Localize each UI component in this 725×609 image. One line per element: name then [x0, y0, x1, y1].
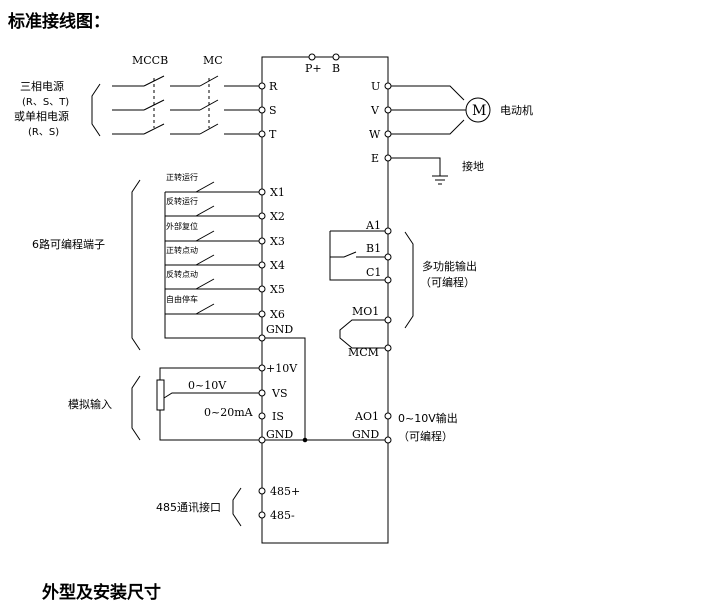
voltage-range-label: 0~10V	[188, 379, 227, 392]
source-label-4: (R、S)	[28, 127, 59, 138]
inverter-body	[261, 56, 389, 544]
relay-label-2: （可编程）	[420, 275, 475, 289]
terminal-x6-label: X6	[270, 308, 285, 321]
mccb-label: MCCB	[132, 54, 168, 67]
ao1-label-2: （可编程）	[398, 429, 453, 443]
terminal-a1-label: A1	[365, 219, 381, 232]
ground-label: 接地	[462, 160, 484, 173]
terminal-c1-label: C1	[366, 266, 381, 279]
func-fwd-jog: 正转点动	[166, 245, 198, 255]
ground-symbol	[432, 175, 448, 185]
terminal-is-label: IS	[272, 410, 284, 423]
terminal-t-label: T	[269, 128, 277, 141]
source-label-1: 三相电源	[20, 79, 64, 93]
terminal-s-label: S	[269, 104, 277, 117]
motor-circle	[465, 97, 491, 123]
motor-symbol: M	[472, 103, 486, 119]
terminal-gnd-label: GND	[266, 323, 293, 336]
terminal-p-plus	[308, 53, 316, 61]
ao1-label-1: 0~10V输出	[398, 411, 458, 425]
terminal-b1-label: B1	[366, 242, 381, 255]
potentiometer	[156, 379, 165, 411]
func-reset: 外部复位	[166, 221, 198, 231]
terminal-mcm-label: MCM	[348, 346, 379, 359]
func-fwd-run: 正转运行	[166, 172, 198, 182]
terminal-x2-label: X2	[270, 210, 285, 223]
terminal-vs-label: VS	[271, 387, 287, 400]
relay-label-1: 多功能输出	[422, 259, 477, 273]
terminal-mo1-label: MO1	[352, 305, 379, 318]
terminal-10v-label: +10V	[266, 362, 298, 375]
terminal-x1-label: X1	[270, 186, 285, 199]
terminal-485-minus-label: 485-	[270, 509, 295, 522]
comm-brace	[232, 487, 242, 527]
current-range-label: 0~20mA	[204, 406, 254, 419]
motor-label: 电动机	[500, 103, 533, 117]
power-source-brace	[91, 83, 101, 137]
func-rev-run: 反转运行	[166, 196, 198, 206]
relay-brace	[404, 231, 414, 329]
terminal-x5-label: X5	[270, 283, 285, 296]
wiring-title: 标准接线图：	[8, 12, 110, 32]
func-coast-stop: 自由停车	[166, 294, 198, 304]
terminal-485-plus-label: 485+	[270, 485, 300, 498]
mc-label: MC	[203, 54, 223, 67]
terminal-r-label: R	[269, 80, 278, 93]
terminal-w-label: W	[369, 128, 381, 141]
terminal-u-label: U	[371, 80, 380, 93]
brake-b-label: B	[332, 62, 340, 75]
terminal-v-label: V	[370, 104, 380, 117]
func-rev-jog: 反转点动	[166, 269, 198, 279]
brake-p-label: P+	[305, 62, 322, 75]
terminal-ao1-gnd-label: GND	[352, 428, 379, 441]
dimensions-title: 外型及安装尺寸	[42, 583, 161, 603]
source-label-2: (R、S、T)	[22, 97, 69, 108]
terminal-x3-label: X3	[270, 235, 285, 248]
comm-group-label: 485通讯接口	[156, 501, 221, 514]
source-label-3: 或单相电源	[14, 109, 69, 123]
terminal-analog-gnd-label: GND	[266, 428, 293, 441]
terminal-b	[332, 53, 340, 61]
digital-input-group-label: 6路可编程端子	[32, 237, 105, 251]
analog-group-label: 模拟输入	[68, 397, 112, 411]
terminal-ao1-label: AO1	[354, 410, 379, 423]
terminal-x4-label: X4	[270, 259, 285, 272]
digital-input-brace	[131, 179, 141, 351]
analog-input-brace	[131, 375, 141, 441]
terminal-e-label: E	[371, 152, 379, 165]
